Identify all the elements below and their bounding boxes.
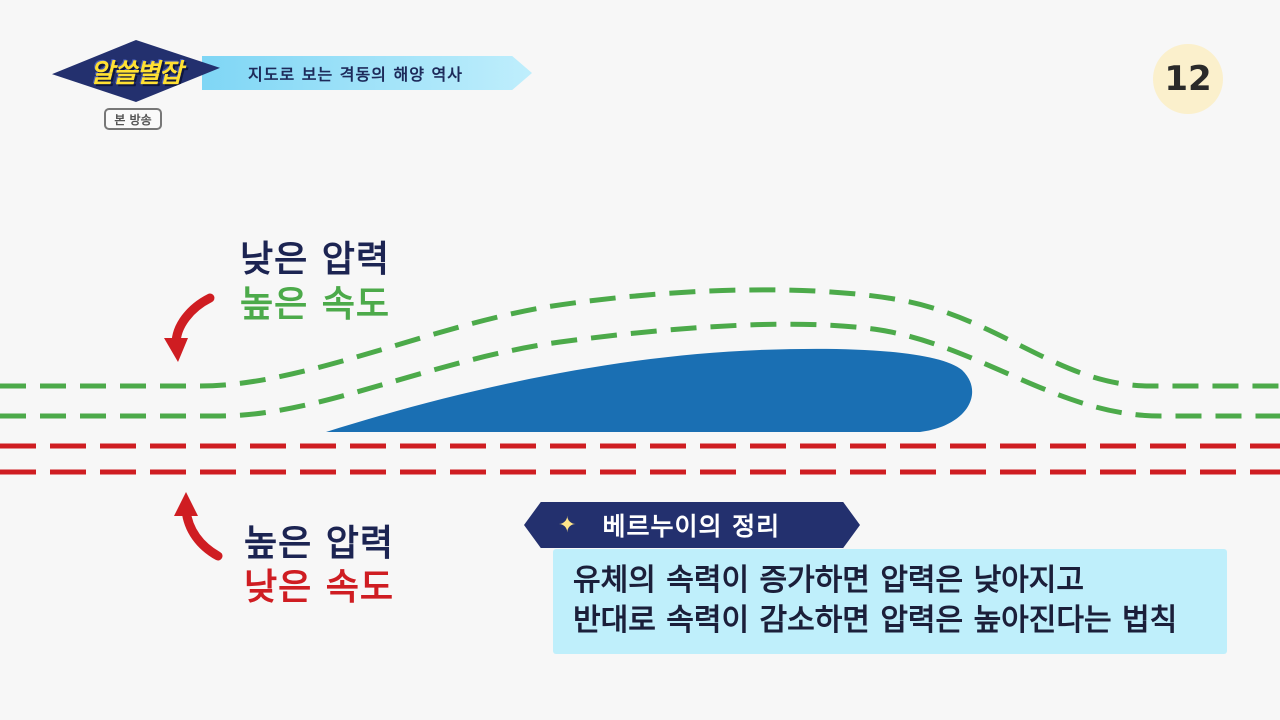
- up-arrow-icon: [174, 492, 223, 561]
- upper-streamline-inner: [0, 321, 1280, 419]
- upper-pressure-label: 낮은 압력: [240, 239, 391, 280]
- episode-number-badge: 12: [1153, 44, 1223, 114]
- lower-speed-label: 낮은 속도: [244, 567, 395, 608]
- episode-subtitle: 지도로 보는 격동의 해양 역사: [248, 65, 463, 84]
- bernoulli-title-bar: ✦ 베르누이의 정리: [524, 502, 860, 548]
- description-line-1: 유체의 속력이 증가하면 압력은 낮아지고: [573, 563, 1084, 598]
- bernoulli-description: 유체의 속력이 증가하면 압력은 낮아지고 반대로 속력이 감소하면 압력은 높…: [553, 549, 1227, 654]
- upper-streamline-outer: [0, 287, 1280, 389]
- show-name: 알쓸별잡: [90, 58, 183, 89]
- upper-speed-label: 높은 속도: [240, 284, 391, 325]
- show-logo: 지도로 보는 격동의 해양 역사 알쓸별잡: [52, 38, 532, 102]
- description-line-2: 반대로 속력이 감소하면 압력은 높아진다는 법칙: [573, 603, 1178, 638]
- episode-subtitle-banner: 지도로 보는 격동의 해양 역사: [202, 56, 532, 90]
- bernoulli-title: 베르누이의 정리: [602, 512, 781, 541]
- down-arrow-icon: [164, 293, 215, 362]
- broadcast-tag: 본 방송: [104, 108, 162, 130]
- airfoil-shape: [326, 348, 973, 432]
- sparkle-icon: ✦: [558, 512, 577, 538]
- lower-pressure-label: 높은 압력: [244, 523, 395, 564]
